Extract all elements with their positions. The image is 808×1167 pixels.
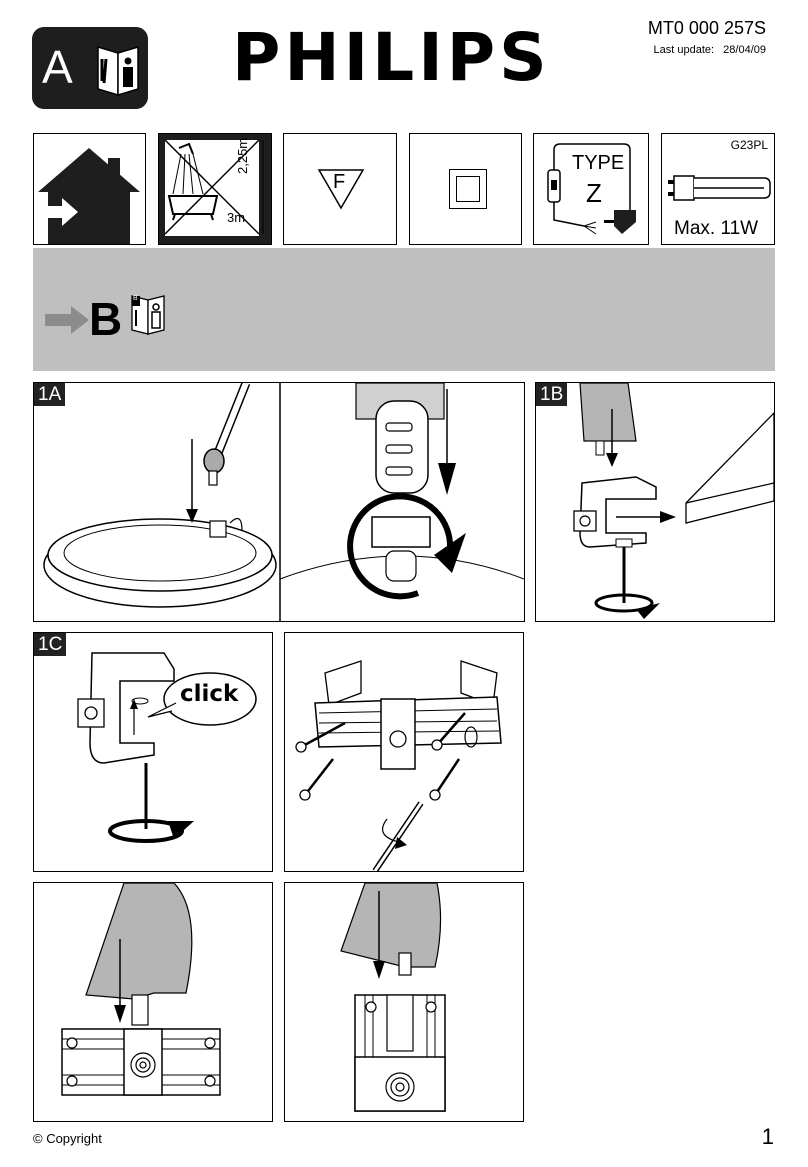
mount-step-panel-right [284,882,524,1122]
step-1b-tag: 1B [536,383,568,406]
zone-height-label: 2,25m [235,137,250,174]
mini-book-letter: B [133,295,138,302]
lamp-code: G23PL [730,138,768,152]
indoor-use-icon [33,133,146,245]
doc-code: MT0 000 257S [647,18,766,38]
step-1a-panel: 1A [33,382,525,622]
type-label: TYPE [572,152,625,174]
f-mark-letter: F [333,171,346,193]
bathroom-zone-icon: 2,25m 3m [158,133,272,245]
f-mark-icon: F [283,133,397,245]
manual-book-icon-small [131,295,165,335]
last-update-date: 28/04/09 [723,44,766,56]
type-value: Z [586,178,602,208]
arrow-right-icon [45,306,89,334]
step-1c-panel: 1C click [33,632,273,872]
g23-lamp-icon [668,175,771,201]
goto-section-letter: B [89,293,123,345]
step-1c-tag: 1C [34,633,67,656]
screw-mount-panel [284,632,524,872]
max-wattage: Max. 11W [674,218,759,239]
lamp-spec-icon: G23PL Max. 11W [661,133,775,245]
section-a-badge: A [32,27,148,109]
step-1a-tag: 1A [34,383,66,406]
zone-distance-label: 3m [227,210,246,225]
manual-book-icon [97,45,139,97]
last-update: Last update: 28/04/09 [654,44,766,56]
copyright: © Copyright [33,1131,102,1146]
page-number: 1 [761,1124,774,1149]
click-callout-text: click [180,681,239,707]
mount-step-panel-left [33,882,273,1122]
section-letter: A [42,41,73,93]
goto-section-banner: B B [33,248,775,371]
last-update-label: Last update: [653,44,715,56]
brand-logo: PHILIPS [232,19,551,96]
step-1b-panel: 1B [535,382,775,622]
class-ii-insulation-icon [409,133,522,245]
type-z-cable-icon: TYPE Z [533,133,649,245]
